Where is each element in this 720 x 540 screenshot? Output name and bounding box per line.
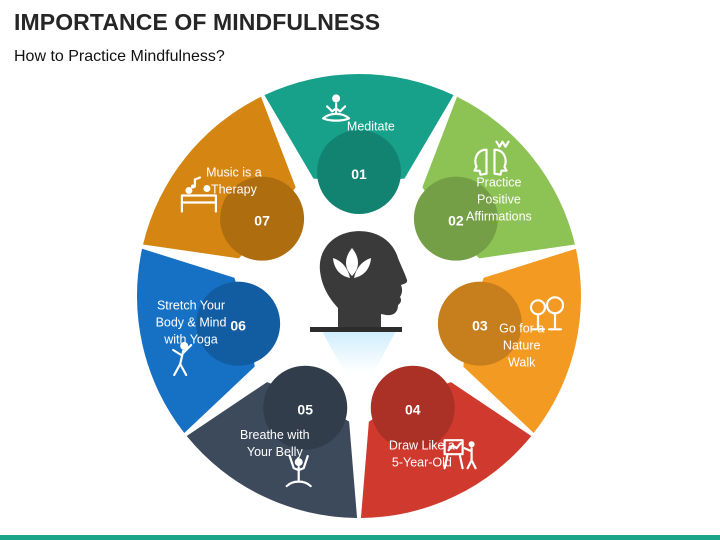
segment-01-label: Meditate <box>347 119 395 133</box>
affirmation-faces-icon <box>473 140 510 176</box>
segment-05-number: 05 <box>297 402 313 418</box>
breathing-pose-icon <box>285 455 312 488</box>
drawing-easel-icon <box>443 439 477 470</box>
thought-beam <box>322 331 396 372</box>
segment-01: 01 Meditate <box>264 73 454 214</box>
nature-trees-icon <box>529 296 565 331</box>
segment-03-number: 03 <box>472 318 488 334</box>
segment-02-number: 02 <box>448 213 464 229</box>
segment-05-badge <box>263 365 348 450</box>
segment-06-number: 06 <box>230 318 246 334</box>
segment-02-badge <box>413 176 498 261</box>
segment-03-badge <box>437 281 522 366</box>
stretching-figure-icon <box>172 342 193 377</box>
segment-01-shape <box>264 73 454 182</box>
page-title: IMPORTANCE OF MINDFULNESS <box>14 9 381 35</box>
segment-06-badge <box>196 281 281 366</box>
bottom-accent-bar <box>0 535 720 540</box>
segment-07-badge <box>220 176 305 261</box>
music-therapy-icon <box>180 176 217 213</box>
segment-01-badge <box>317 130 401 214</box>
head-silhouette-icon <box>319 231 408 331</box>
segment-07-number: 07 <box>254 213 270 229</box>
center-head-group <box>310 231 408 372</box>
head-base <box>310 327 402 332</box>
page-subtitle: How to Practice Mindfulness? <box>14 48 225 65</box>
meditation-icon <box>322 94 351 122</box>
lotus-icon <box>333 248 371 278</box>
segment-04-badge <box>370 365 455 450</box>
segment-01-number: 01 <box>351 166 367 182</box>
segment-04-number: 04 <box>405 402 421 418</box>
